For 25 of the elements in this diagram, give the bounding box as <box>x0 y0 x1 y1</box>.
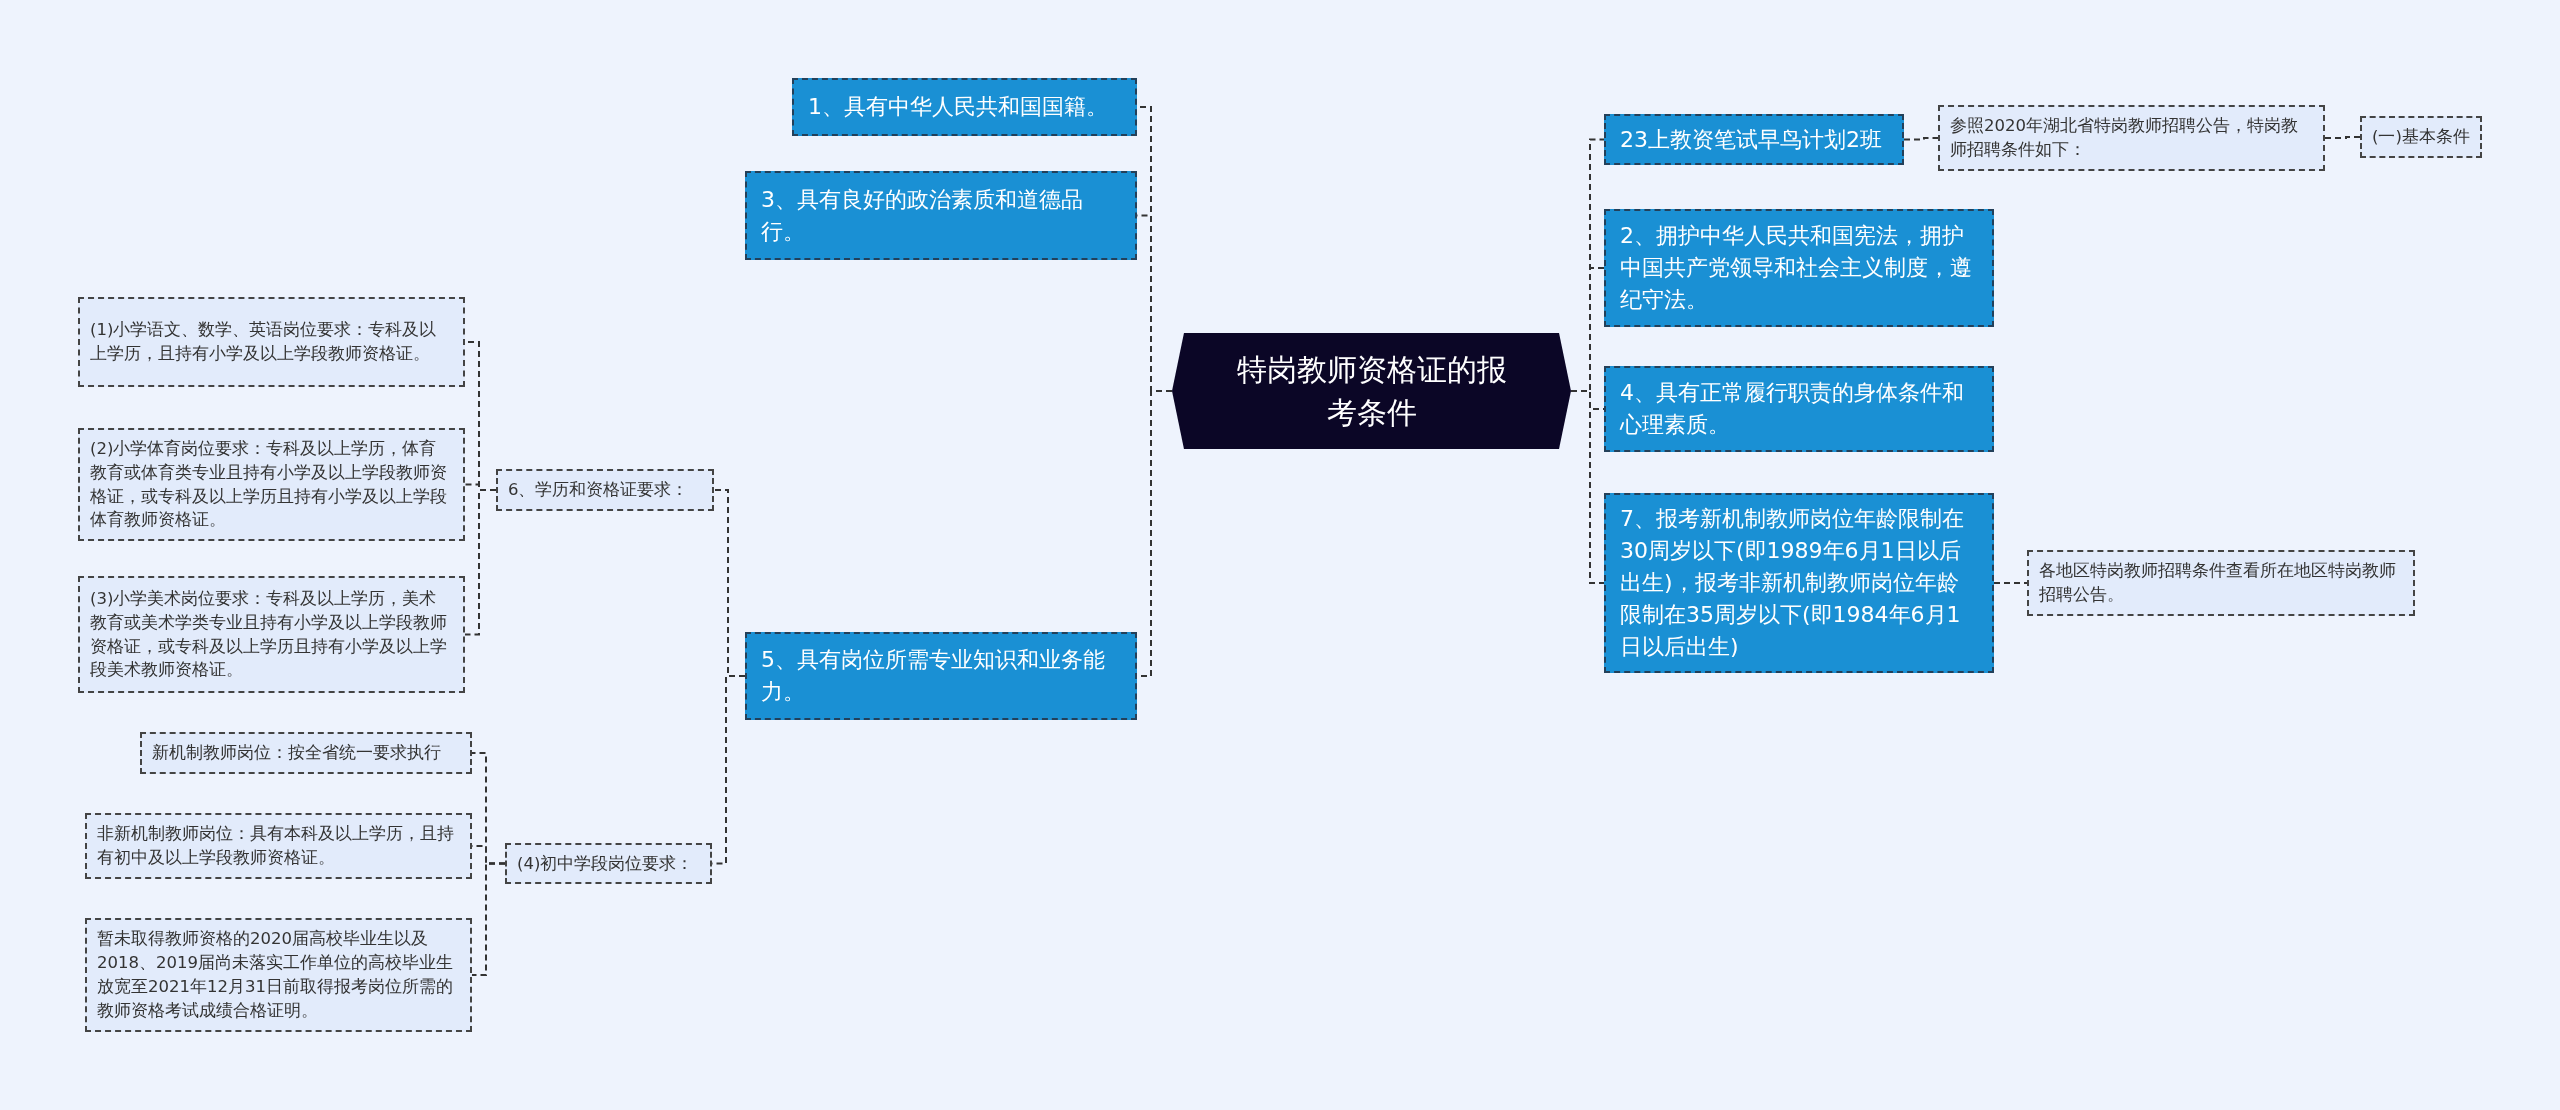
subtopic-box: 参照2020年湖北省特岗教师招聘公告，特岗教师招聘条件如下： <box>1938 105 2325 171</box>
subtopic-box: 各地区特岗教师招聘条件查看所在地区特岗教师招聘公告。 <box>2027 550 2415 616</box>
topic-box: 23上教资笔试早鸟计划2班 <box>1604 114 1904 165</box>
connector-line <box>1903 137 1939 141</box>
central-topic: 特岗教师资格证的报考条件 <box>1172 333 1571 449</box>
connector-line <box>1570 390 1605 584</box>
subtopic-box: 新机制教师岗位：按全省统一要求执行 <box>140 732 472 774</box>
topic-box: 5、具有岗位所需专业知识和业务能力。 <box>745 632 1137 720</box>
subtopic-box: 非新机制教师岗位：具有本科及以上学历，且持有初中及以上学段教师资格证。 <box>85 813 472 879</box>
connector-line <box>1993 582 2028 584</box>
subtopic-box: (4)初中学段岗位要求： <box>505 843 712 884</box>
topic-box: 7、报考新机制教师岗位年龄限制在30周岁以下(即1989年6月1日以后出生)，报考非新机制教师岗位年龄限制在35周岁以下(即1984年6月1日以后出生) <box>1604 493 1994 673</box>
topic-box: 4、具有正常履行职责的身体条件和心理素质。 <box>1604 366 1994 452</box>
subtopic-box: (1)小学语文、数学、英语岗位要求：专科及以上学历，且持有小学及以上学段教师资格证。 <box>78 297 465 387</box>
subtopic-box: (一)基本条件 <box>2360 116 2482 158</box>
topic-box: 3、具有良好的政治素质和道德品行。 <box>745 171 1137 260</box>
subtopic-box: 6、学历和资格证要求： <box>496 469 714 511</box>
connector-line <box>471 862 506 976</box>
subtopic-box: (3)小学美术岗位要求：专科及以上学历，美术教育或美术学类专业且持有小学及以上学段教师资格证，或专科及以上学历且持有小学及以上学段美术教师资格证。 <box>78 576 465 693</box>
connector-line <box>464 489 497 636</box>
topic-box: 1、具有中华人民共和国国籍。 <box>792 78 1137 136</box>
subtopic-box: (2)小学体育岗位要求：专科及以上学历，体育教育或体育类专业且持有小学及以上学段教师资格证，或专科及以上学历且持有小学及以上学段体育教师资格证。 <box>78 428 465 541</box>
subtopic-box: 暂未取得教师资格的2020届高校毕业生以及2018、2019届尚未落实工作单位的高校毕业生放宽至2021年12月31日前取得报考岗位所需的教师资格考试成绩合格证明。 <box>85 918 472 1032</box>
topic-box: 2、拥护中华人民共和国宪法，拥护中国共产党领导和社会主义制度，遵纪守法。 <box>1604 209 1994 327</box>
connector-line <box>2324 136 2361 139</box>
